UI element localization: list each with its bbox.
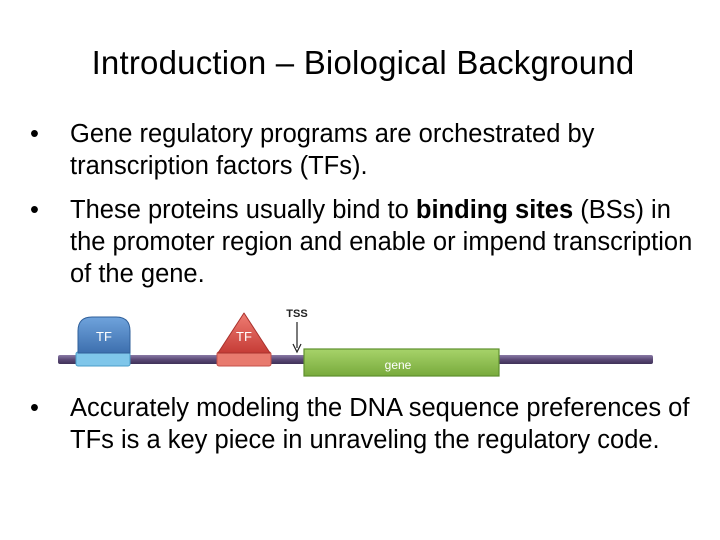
bullet-3-text: Accurately modeling the DNA sequence pre… [70,394,690,454]
gene-box [303,348,500,377]
bullet-2-text-before: These proteins usually bind to [70,196,416,224]
tss-arrow-head [292,343,302,354]
bullet-2-text-after: (BSs) in the promoter region and enable … [70,196,693,288]
tss-label: TSS [286,308,307,320]
bullet-1-text: Gene regulatory programs are orchestrate… [70,120,595,180]
tf-2-label: TF [236,329,252,344]
bullet-2: • These proteins usually bind to binding… [30,194,710,290]
promoter-diagram: TF TF TSS gene [58,308,653,377]
bullet-dot: • [30,196,39,224]
gene-label: gene [385,358,412,372]
binding-site-2 [216,351,272,367]
bullet-dot: • [30,394,39,422]
tf-1-label: TF [96,329,112,344]
slide-title: Introduction – Biological Background [91,44,635,81]
bullet-2-bold: binding sites [415,196,574,224]
bullet-dot: • [30,120,39,148]
bullet-3: • Accurately modeling the DNA sequence p… [30,392,710,456]
binding-site-1 [75,351,131,367]
tf-2-protein [217,312,271,354]
tf-1-protein [77,316,131,354]
bullet-1: • Gene regulatory programs are orchestra… [30,118,710,182]
